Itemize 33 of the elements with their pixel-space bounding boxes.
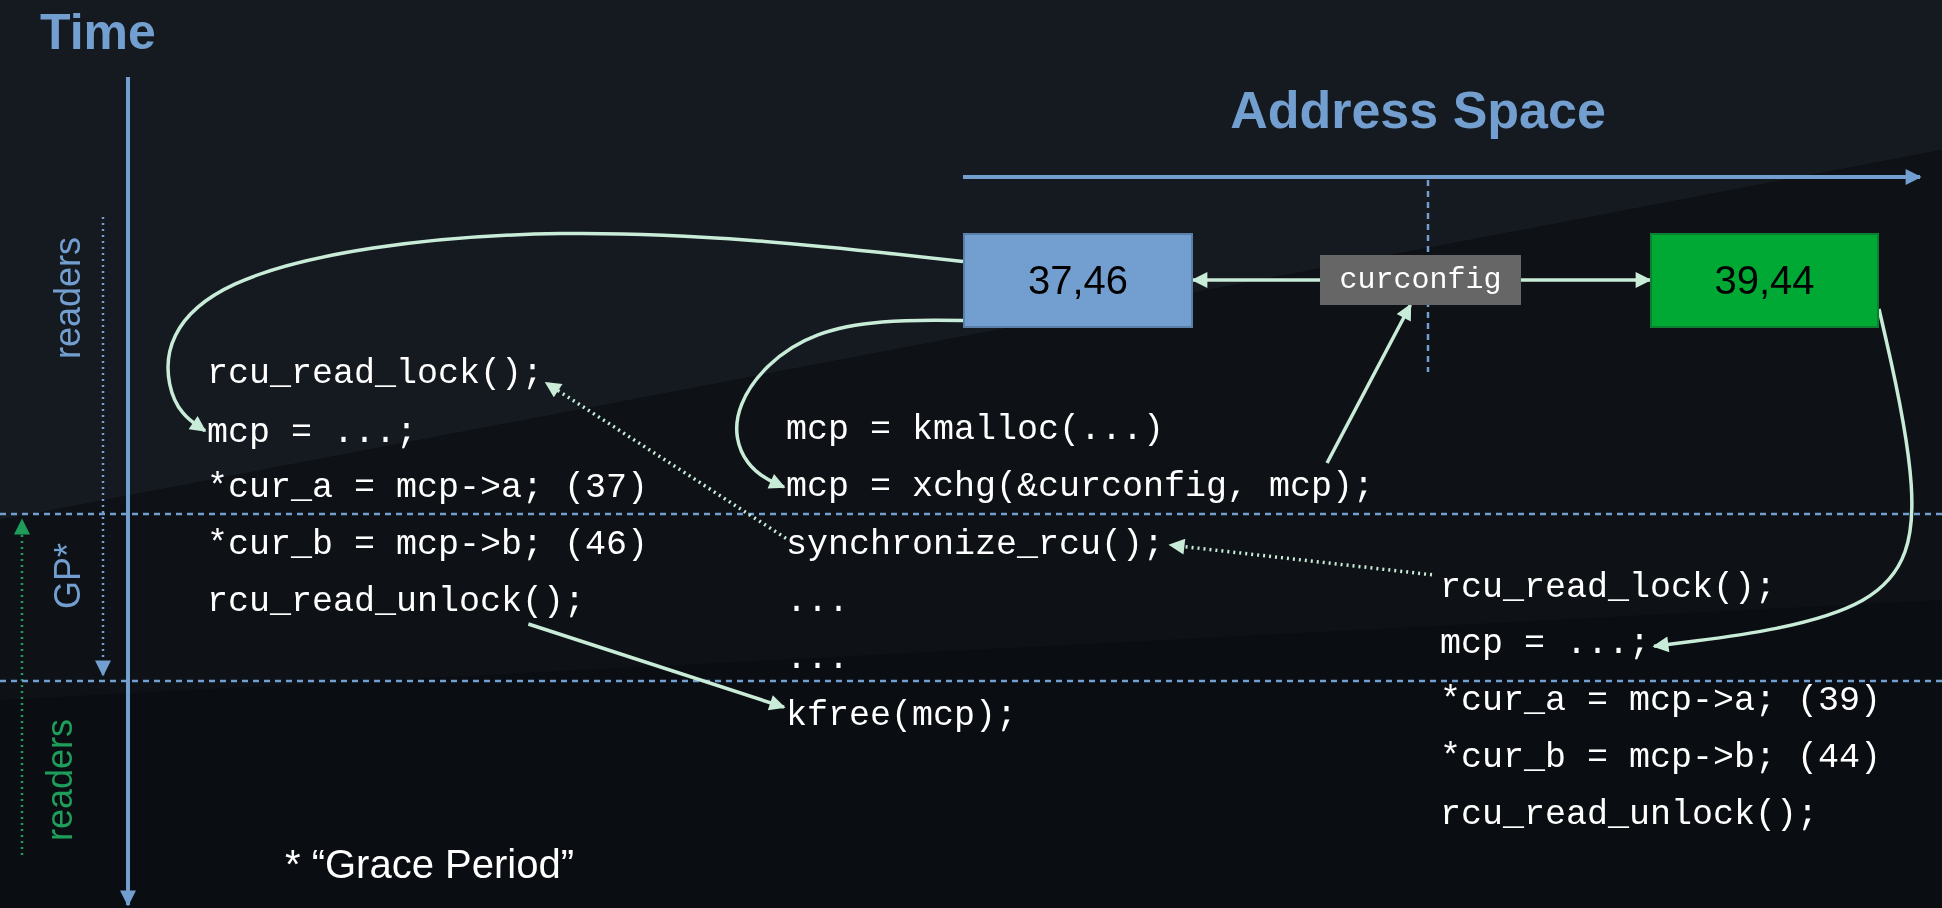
axis-title: Address Space <box>1230 80 1606 140</box>
code-line: mcp = xchg(&curconfig, mcp); <box>786 465 1375 509</box>
code-line: mcp = ...; <box>207 411 418 455</box>
code-line: kfree(mcp); <box>786 694 1018 738</box>
code-line: *cur_b = mcp->b; (46) <box>207 524 649 567</box>
code-line: rcu_read_unlock(); <box>207 580 586 624</box>
interval-label: GP* <box>48 543 88 609</box>
code-line: mcp = kmalloc(...) <box>786 409 1165 452</box>
code-line: rcu_read_lock(); <box>207 352 544 396</box>
arrow <box>735 318 963 489</box>
interval-label: readers <box>40 718 80 842</box>
code-line: *cur_a = mcp->a; (39) <box>1440 680 1882 723</box>
interval-label: readers <box>48 236 88 360</box>
memory-block: 37,46 <box>963 233 1193 328</box>
code-line: *cur_b = mcp->b; (44) <box>1440 737 1882 780</box>
axis-title: Time <box>40 3 156 62</box>
arrow <box>166 231 964 433</box>
code-line: ... <box>786 638 849 681</box>
arrow <box>544 381 787 540</box>
arrow <box>1521 272 1652 288</box>
arrow <box>1168 538 1433 577</box>
arrow <box>527 622 786 711</box>
arrow <box>1652 308 1914 653</box>
code-line: synchronize_rcu(); <box>786 523 1165 567</box>
code-line: rcu_read_unlock(); <box>1440 794 1819 837</box>
code-line: ... <box>786 581 849 624</box>
code-line: *cur_a = mcp->a; (37) <box>207 467 649 510</box>
code-line: rcu_read_lock(); <box>1440 566 1777 610</box>
arrow <box>1325 303 1412 464</box>
code-line: mcp = ...; <box>1440 622 1651 666</box>
pointer-box: curconfig <box>1320 255 1521 305</box>
memory-block: 39,44 <box>1650 233 1879 328</box>
footnote: * “Grace Period” <box>285 841 574 888</box>
